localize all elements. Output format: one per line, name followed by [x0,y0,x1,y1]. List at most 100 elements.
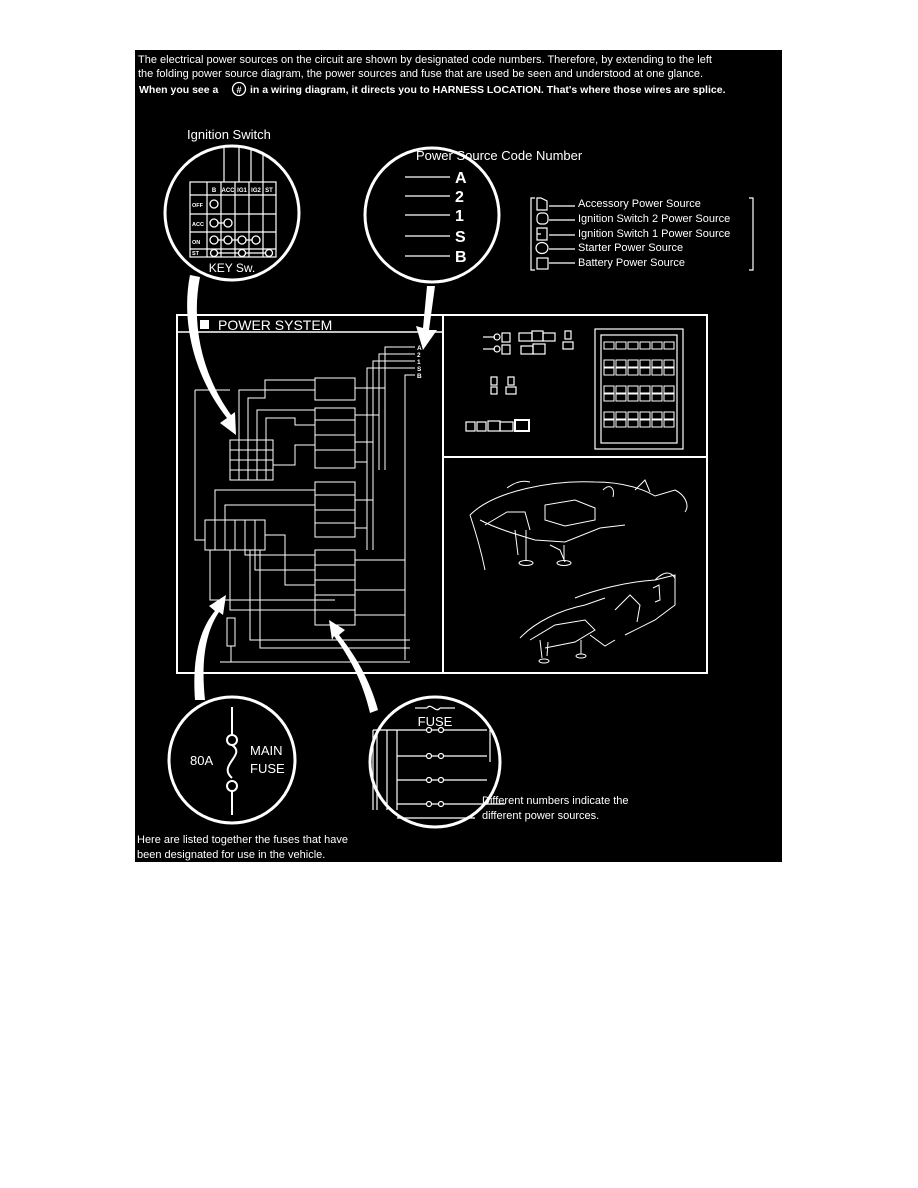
power-code-s: S [455,229,466,246]
harness-location-sketch [469,479,688,664]
bus-label-a: A [417,345,422,352]
fuse-cell [639,367,651,376]
fuse-cell [627,341,639,350]
bus-label-1: 1 [417,359,421,366]
ignition-col-st: ST [265,188,273,194]
arrow-fuse-icon [329,620,378,713]
legend-battery: Battery Power Source [578,257,685,269]
legend-ig1: Ignition Switch 1 Power Source [578,228,730,240]
main-fuse-rating: 80A [190,753,213,768]
fuse-cell [603,385,615,394]
ignition-row-acc: ACC [192,222,204,228]
power-code-2: 2 [455,189,464,206]
fuse-cell [639,419,651,428]
power-system-square-icon [200,320,209,329]
fuse-grid [603,341,675,428]
diagram-panel: The electrical power sources on the circ… [135,50,782,862]
fuse-cell [639,393,651,402]
fuse-cell [627,419,639,428]
ignition-column-labels: B ACC IG1 IG2 ST [212,188,273,194]
diagram-canvas: The electrical power sources on the circ… [137,54,754,861]
ignition-row-on: ON [192,240,200,246]
intro-line-1: The electrical power sources on the circ… [138,54,712,66]
fuse-cell [603,393,615,402]
power-system-section: POWER SYSTEM A 2 1 S B [176,314,708,674]
footer-line-1: Here are listed together the fuses that … [137,834,348,846]
fuse-cell [639,359,651,368]
fuse-cell [663,385,675,394]
power-code-1: 1 [455,208,464,225]
callout-arrows [187,275,437,713]
fuse-cell [615,419,627,428]
main-fuse-link-icon [226,744,238,779]
fuse-cell [615,411,627,420]
ignition-row-off: OFF [192,203,204,209]
fuse-block-view [465,328,684,450]
fuse-cell [627,359,639,368]
fuse-cell [663,359,675,368]
fuse-cell [603,359,615,368]
arrow-ignition-icon [187,275,236,435]
fuse-cell [663,367,675,376]
fuse-label: FUSE [418,714,453,729]
ignition-switch-title: Ignition Switch [187,127,271,142]
arrow-main-fuse-icon [194,595,226,700]
accessory-source-icon [536,197,548,211]
fuse-cell [615,367,627,376]
fuse-cell [651,385,663,394]
main-fuse-terminal-icon [226,734,238,746]
fuse-note-2: different power sources. [482,810,599,822]
arrow-power-code-icon [416,286,437,350]
fuse-cell [651,367,663,376]
fuse-cell [615,341,627,350]
fuse-cell [651,359,663,368]
battery-source-icon [536,257,549,270]
main-fuse-label-2: FUSE [250,761,285,776]
fuse-cell [615,385,627,394]
fuse-cell [627,367,639,376]
fuse-note-1: Different numbers indicate the [482,795,629,807]
legend-starter: Starter Power Source [578,242,683,254]
key-switch-caption: KEY Sw. [209,261,255,275]
fuse-cell [639,385,651,394]
footer-line-2: been designated for use in the vehicle. [137,849,325,861]
fuse-cell [663,411,675,420]
fuse-callout: FUSE Different numbers indicate the diff… [368,695,629,829]
fuse-cell [651,341,663,350]
main-fuse-callout: 80A MAIN FUSE [167,695,297,825]
fuse-cell [603,367,615,376]
ignition-row-labels: OFF ACC ON ST [192,203,204,257]
power-system-title: POWER SYSTEM [218,317,332,333]
ignition-col-acc: ACC [222,188,236,194]
fuse-cell [651,411,663,420]
bus-label-2: 2 [417,352,421,359]
fuse-cell [615,359,627,368]
legend-accessory: Accessory Power Source [578,198,701,210]
intro-line-3-post: in a wiring diagram, it directs you to H… [250,84,726,96]
fuse-cell [603,419,615,428]
intro-line-2: the folding power source diagram, the po… [138,68,703,80]
power-code-callout: Power Source Code Number A 2 1 S B [363,146,583,284]
power-code-b: B [455,249,467,266]
power-code-a: A [455,170,467,187]
ignition-col-b: B [212,188,217,194]
fuse-cell [651,419,663,428]
intro-line-3-pre: When you see a [139,84,219,96]
fuse-cell [615,393,627,402]
fuse-cell [627,385,639,394]
fuse-cell [603,411,615,420]
ignition-switch-callout: Ignition Switch B ACC IG1 IG2 ST OFF ACC… [163,127,301,282]
ig2-source-icon [536,212,549,225]
ig1-source-icon [536,227,548,241]
harness-symbol: # [236,85,241,95]
main-fuse-label-1: MAIN [250,743,283,758]
fuse-cell [663,419,675,428]
fuse-cell [639,341,651,350]
harness-symbol-icon [231,81,247,97]
fuse-cell [663,393,675,402]
legend-ig2: Ignition Switch 2 Power Source [578,213,730,225]
power-source-legend: Accessory Power Source Ignition Switch 2… [530,197,754,271]
fuse-cell [639,411,651,420]
ignition-col-ig2: IG2 [251,188,261,194]
fuse-cell [663,341,675,350]
